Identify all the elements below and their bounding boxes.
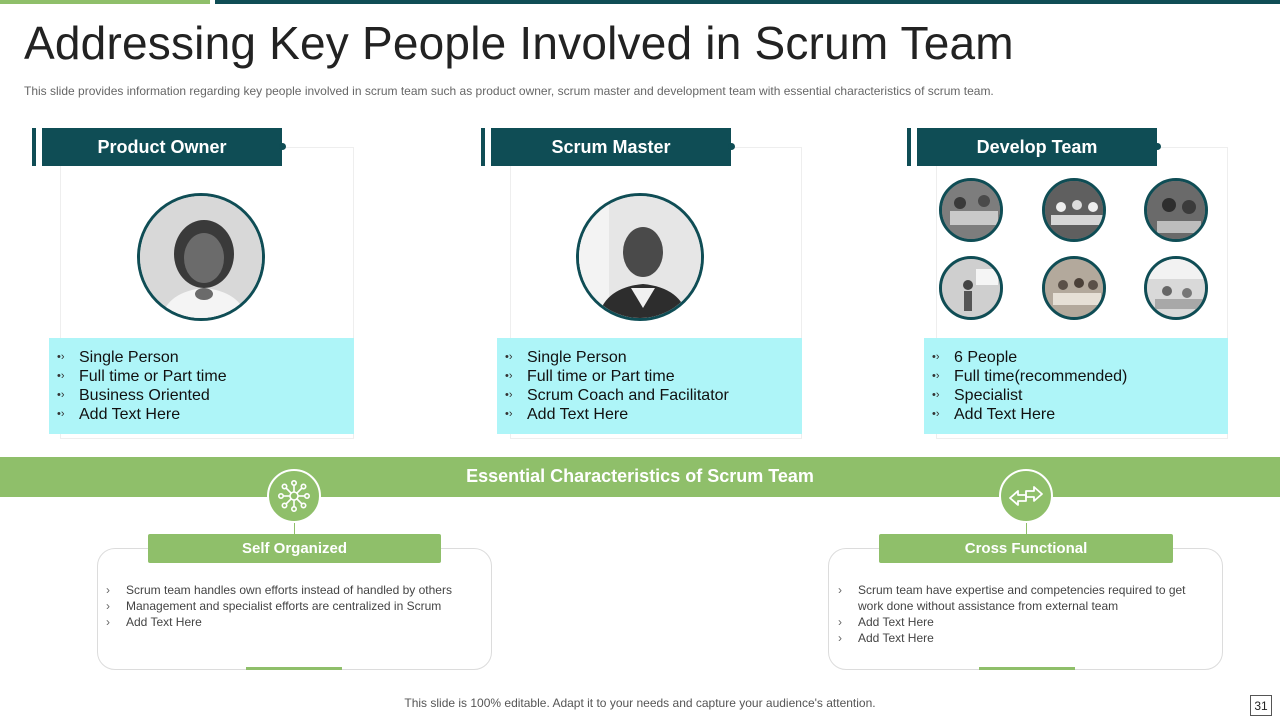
card-header-develop-team: Develop Team <box>911 128 1161 166</box>
list-item: •›Add Text Here <box>932 406 1056 423</box>
product-owner-portrait <box>137 193 265 321</box>
list-item: •›Full time(recommended) <box>932 368 1128 385</box>
top-accent-teal <box>215 0 1280 4</box>
team-photo-1 <box>939 178 1003 242</box>
card-header-label: Product Owner <box>97 136 227 157</box>
top-accent-green <box>0 0 210 4</box>
chevron-right-icon: › <box>838 615 842 629</box>
bullet-icon: •› <box>932 370 940 382</box>
scrum-master-portrait <box>576 193 704 321</box>
characteristics-band <box>0 457 1280 497</box>
header-dot <box>728 143 735 150</box>
team-photo-4 <box>939 256 1003 320</box>
list-item: ›Management and specialist efforts are c… <box>106 599 442 613</box>
chevron-right-icon: › <box>106 615 110 629</box>
chevron-right-icon: › <box>838 631 842 645</box>
connector <box>1026 523 1027 535</box>
list-item: •›Business Oriented <box>57 387 210 404</box>
list-item: •›Single Person <box>57 349 179 366</box>
list-item: •›6 People <box>932 349 1018 366</box>
page-number: 31 <box>1250 695 1272 716</box>
bullet-icon: •› <box>57 389 65 401</box>
team-photo-3 <box>1144 178 1208 242</box>
card-header-product-owner: Product Owner <box>36 128 286 166</box>
product-owner-list: •›Single Person •›Full time or Part time… <box>49 338 354 434</box>
list-item: •›Specialist <box>932 387 1023 404</box>
list-item: •›Add Text Here <box>505 406 629 423</box>
list-item: •›Full time or Part time <box>505 368 675 385</box>
characteristic-box <box>828 548 1223 670</box>
team-photo-5 <box>1042 256 1106 320</box>
chevron-right-icon: › <box>838 583 842 597</box>
list-item: ›Scrum team have expertise and competenc… <box>838 583 1186 613</box>
bullet-icon: •› <box>932 408 940 420</box>
list-item: ›Add Text Here <box>838 631 934 645</box>
list-item: •›Scrum Coach and Facilitator <box>505 387 729 404</box>
self-organized-list: ›Scrum team handles own efforts instead … <box>106 582 482 630</box>
card-header-label: Develop Team <box>976 136 1098 157</box>
bullet-icon: •› <box>932 351 940 363</box>
slide-subtitle: This slide provides information regardin… <box>24 84 994 98</box>
team-photo-2 <box>1042 178 1106 242</box>
card-header-scrum-master: Scrum Master <box>485 128 735 166</box>
box-accent <box>246 667 342 670</box>
header-dot <box>1154 143 1161 150</box>
chevron-right-icon: › <box>106 583 110 597</box>
list-item: •›Add Text Here <box>57 406 181 423</box>
slide-title: Addressing Key People Involved in Scrum … <box>24 17 1014 69</box>
cross-functional-label: Cross Functional <box>879 534 1173 563</box>
cross-functional-list: ›Scrum team have expertise and competenc… <box>838 582 1208 646</box>
card-header-label: Scrum Master <box>551 136 671 157</box>
list-item: •›Single Person <box>505 349 627 366</box>
header-dot <box>279 143 286 150</box>
bullet-icon: •› <box>57 370 65 382</box>
bullet-icon: •› <box>932 389 940 401</box>
connector <box>294 523 295 535</box>
bullet-icon: •› <box>505 370 513 382</box>
network-hub-icon <box>267 469 321 523</box>
bullet-icon: •› <box>57 351 65 363</box>
bullet-icon: •› <box>57 408 65 420</box>
bullet-icon: •› <box>505 351 513 363</box>
chevron-right-icon: › <box>106 599 110 613</box>
bullet-icon: •› <box>505 408 513 420</box>
team-photo-6 <box>1144 256 1208 320</box>
characteristics-title: Essential Characteristics of Scrum Team <box>466 466 814 486</box>
list-item: ›Add Text Here <box>106 615 202 629</box>
bullet-icon: •› <box>505 389 513 401</box>
list-item: ›Add Text Here <box>838 615 934 629</box>
box-accent <box>979 667 1075 670</box>
slide-footer: This slide is 100% editable. Adapt it to… <box>404 696 876 710</box>
scrum-master-list: •›Single Person •›Full time or Part time… <box>497 338 802 434</box>
list-item: ›Scrum team handles own efforts instead … <box>106 583 452 597</box>
self-organized-label: Self Organized <box>148 534 441 563</box>
two-way-arrows-icon <box>999 469 1053 523</box>
list-item: •›Full time or Part time <box>57 368 227 385</box>
characteristic-box <box>97 548 492 670</box>
develop-team-list: •›6 People •›Full time(recommended) •›Sp… <box>924 338 1228 434</box>
